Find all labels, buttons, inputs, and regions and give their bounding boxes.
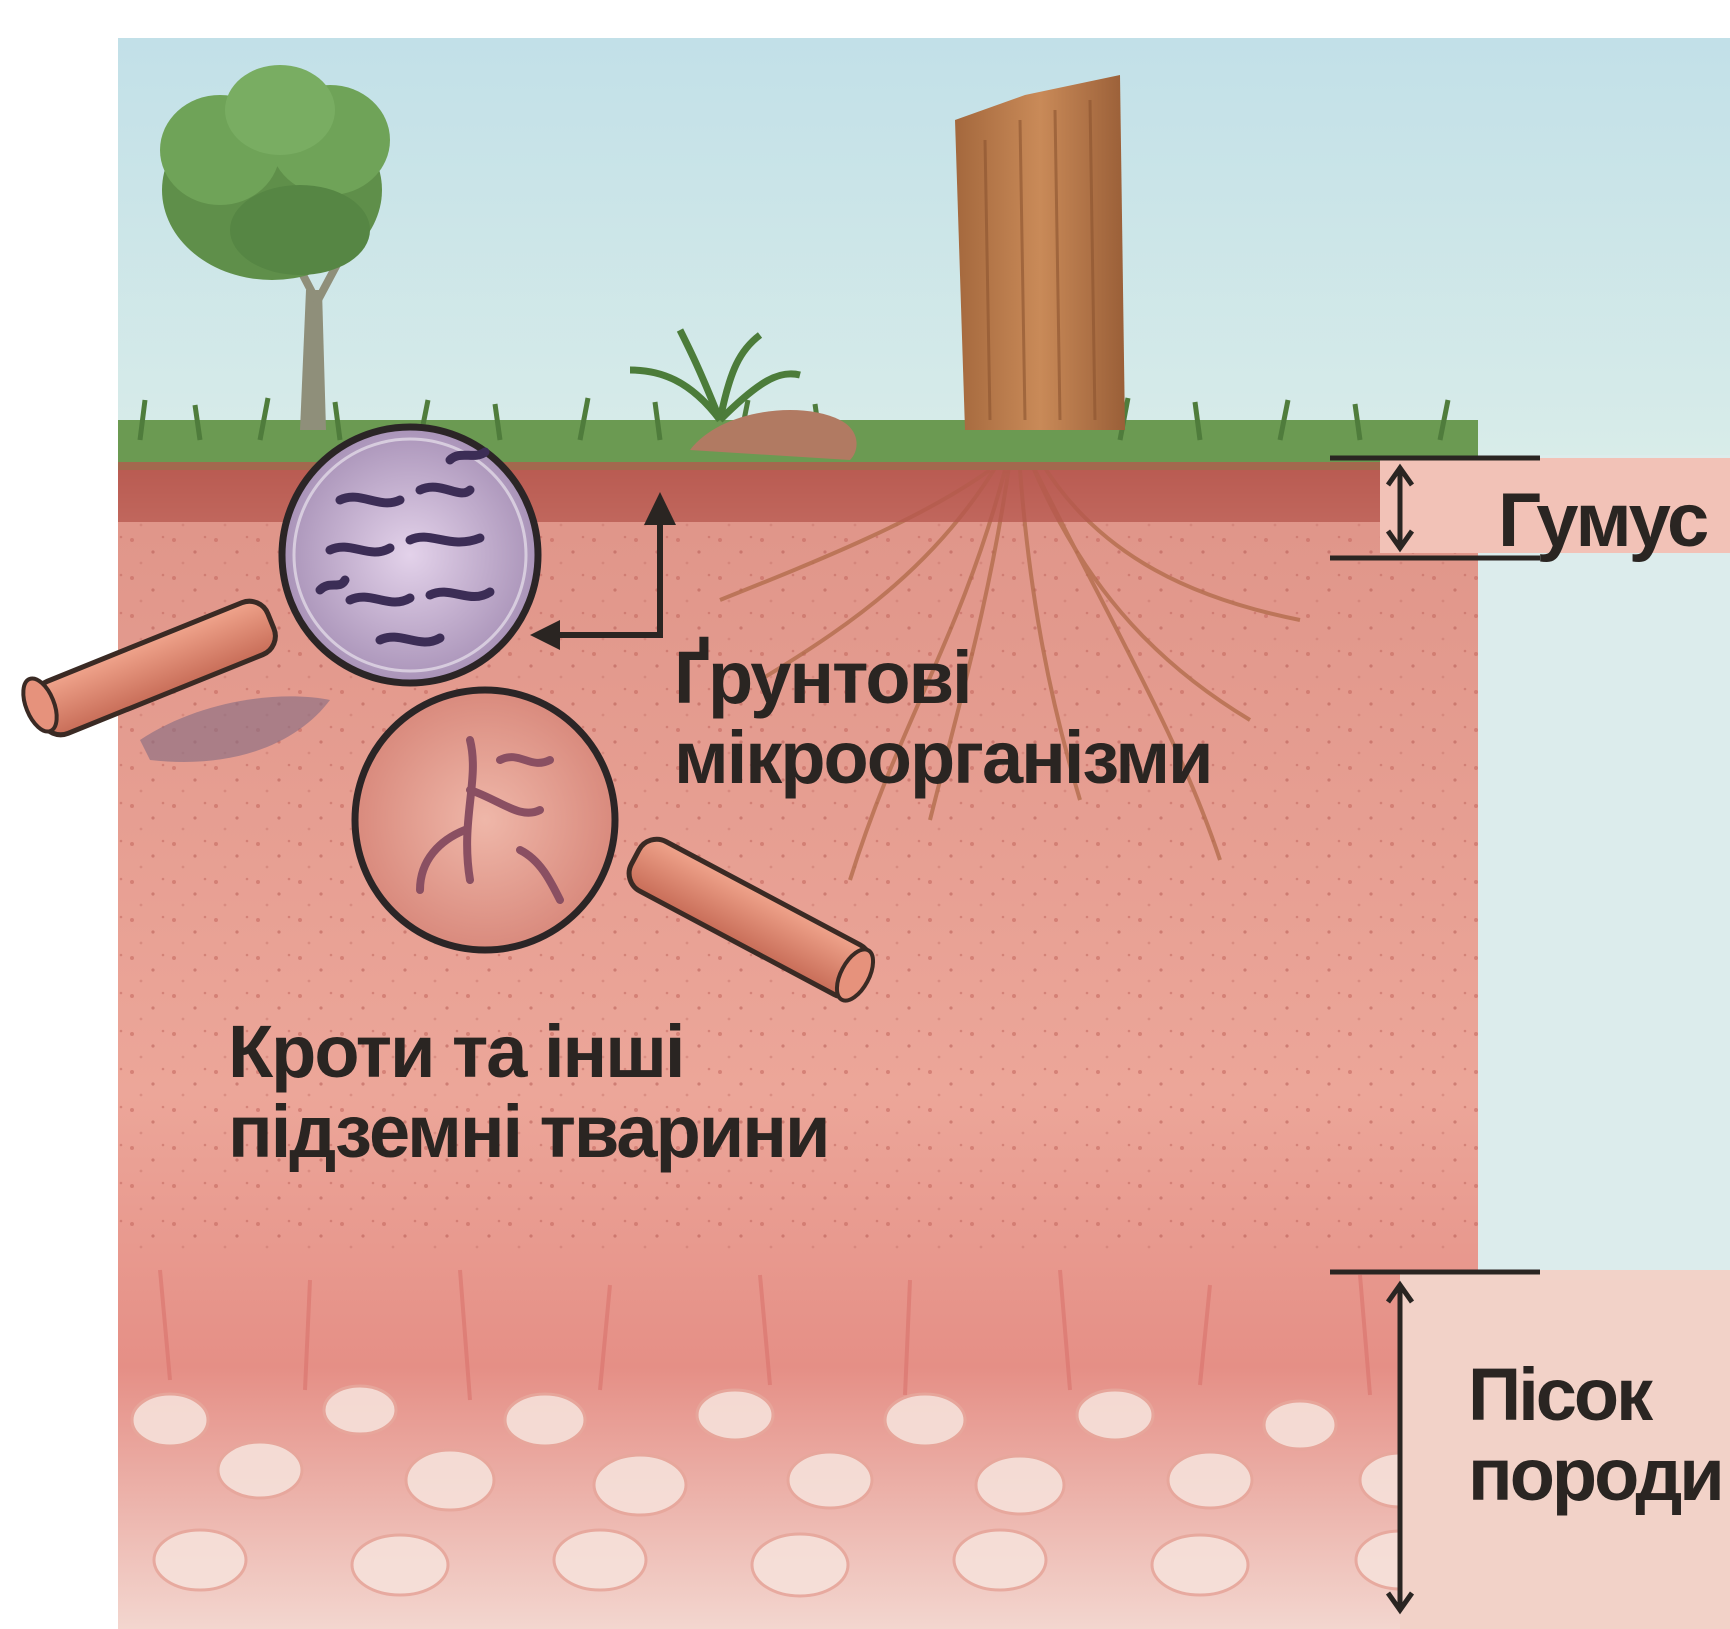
- microorganisms-label-line1: Ґрунтові: [674, 638, 1212, 718]
- microorganisms-label-line2: мікроорганізми: [674, 718, 1212, 798]
- humus-label-text: Гумус: [1498, 478, 1707, 563]
- animals-label-line1: Кроти та інші: [228, 1012, 828, 1092]
- animals-label: Кроти та інші підземні тварини: [228, 1012, 828, 1172]
- rocks-label-line1: Пісок: [1468, 1355, 1722, 1435]
- animals-label-line2: підземні тварини: [228, 1092, 828, 1172]
- microorganisms-label: Ґрунтові мікроорганізми: [674, 638, 1212, 798]
- rocks-label-line2: породи: [1468, 1435, 1722, 1515]
- rocks-label: Пісок породи: [1468, 1355, 1722, 1515]
- humus-label: Гумус: [1498, 480, 1707, 562]
- stump-icon: [955, 75, 1125, 430]
